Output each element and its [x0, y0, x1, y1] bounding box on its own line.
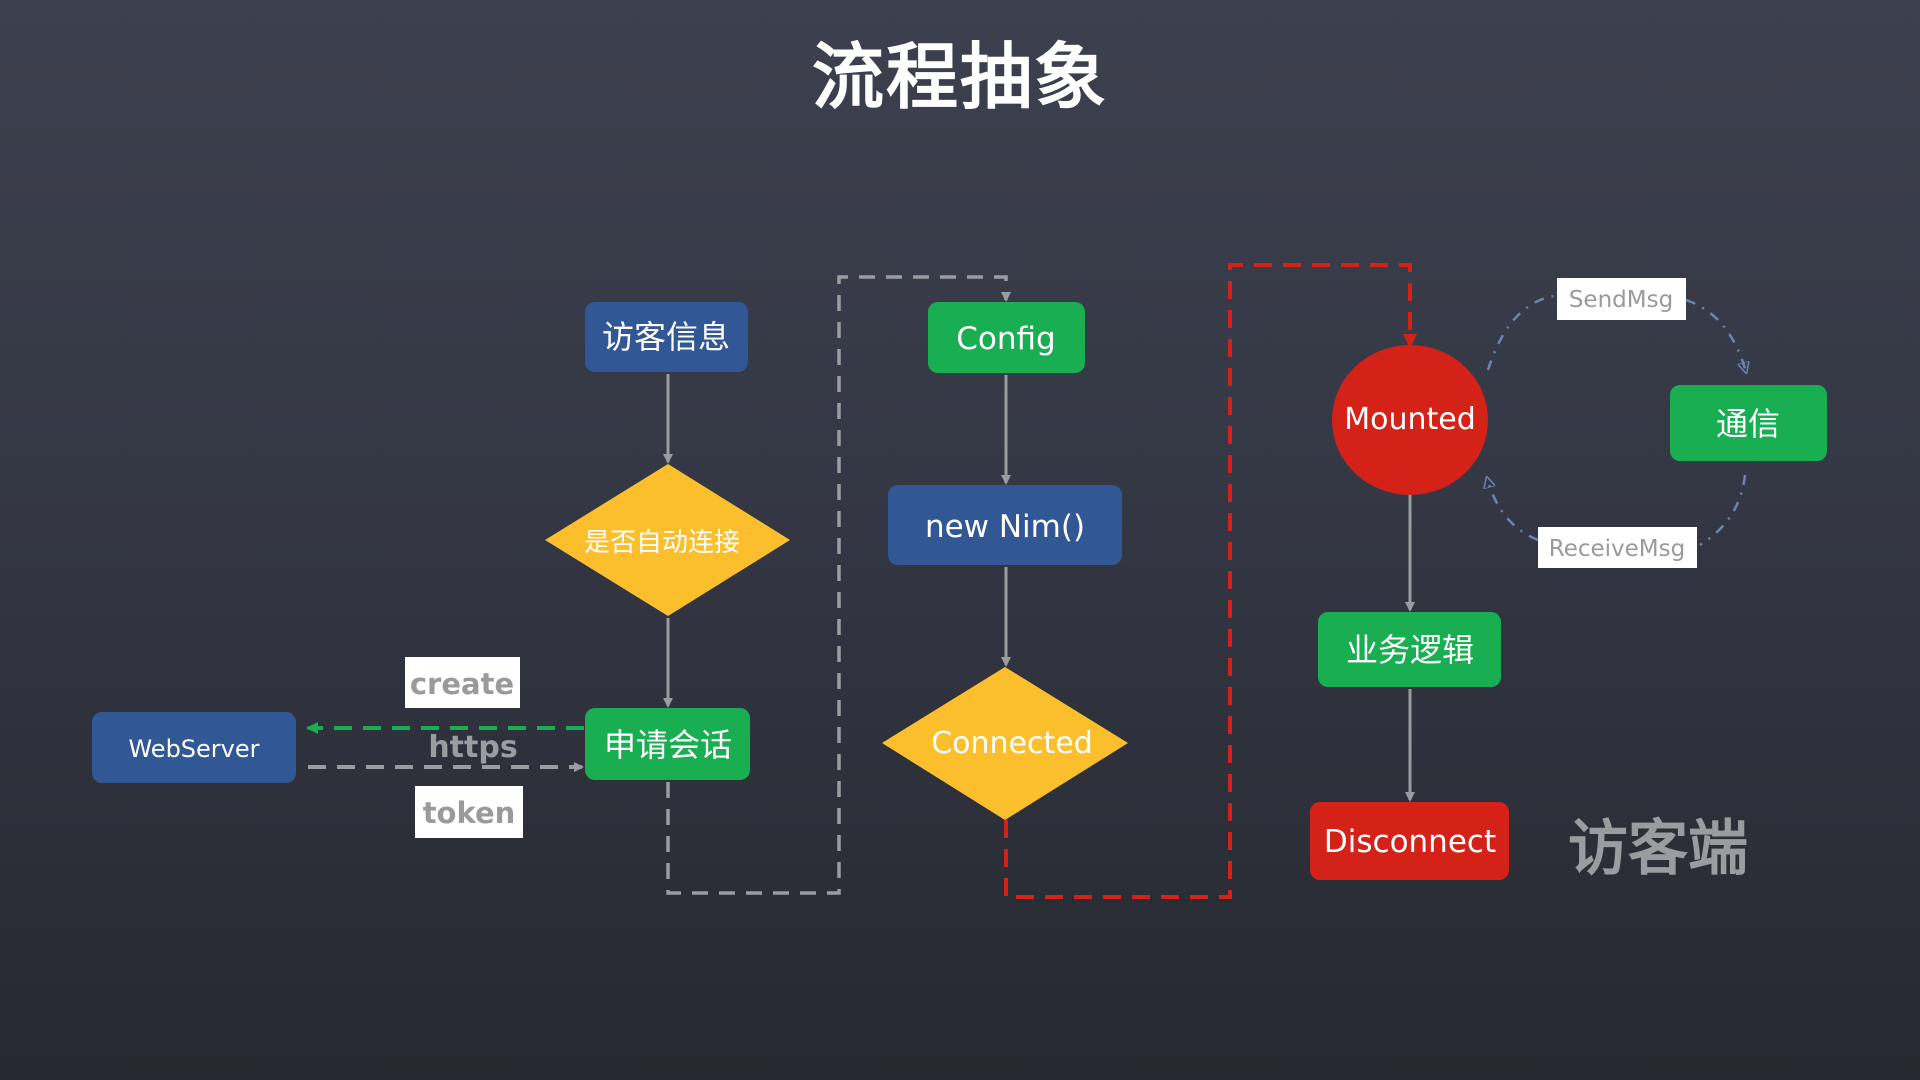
node-config-label: Config	[956, 321, 1055, 357]
edge-label-send-msg: SendMsg	[1557, 278, 1686, 320]
create-label: create	[410, 667, 514, 701]
node-auto-connect-label: 是否自动连接	[584, 528, 740, 558]
node-apply-session[interactable]: 申请会话	[585, 708, 750, 780]
edge-send-msg-loop	[1486, 293, 1746, 372]
node-disconnect[interactable]: Disconnect	[1310, 802, 1509, 880]
node-auto-connect-decision[interactable]: 是否自动连接	[545, 464, 790, 616]
visitor-side-label: 访客端	[1568, 814, 1748, 884]
node-communication[interactable]: 通信	[1670, 385, 1827, 461]
node-disconnect-label: Disconnect	[1324, 824, 1496, 860]
edge-receive-msg-loop	[1487, 475, 1747, 547]
node-visitor-info[interactable]: 访客信息	[585, 302, 748, 372]
node-connected-decision[interactable]: Connected	[882, 667, 1128, 820]
node-connected-label: Connected	[931, 726, 1093, 761]
edge-label-receive-msg: ReceiveMsg	[1538, 527, 1697, 568]
send-msg-label: SendMsg	[1569, 287, 1673, 313]
page-title: 流程抽象	[811, 35, 1108, 119]
node-webserver[interactable]: WebServer	[92, 712, 296, 783]
token-label: token	[423, 796, 516, 830]
node-new-nim[interactable]: new Nim()	[888, 485, 1122, 565]
node-communication-label: 通信	[1716, 405, 1780, 443]
node-new-nim-label: new Nim()	[925, 509, 1085, 545]
node-webserver-label: WebServer	[128, 735, 259, 763]
https-label: https	[428, 730, 517, 765]
receive-msg-label: ReceiveMsg	[1549, 536, 1685, 562]
node-mounted[interactable]: Mounted	[1332, 345, 1488, 495]
edge-apply-to-config-dashed	[666, 275, 1011, 895]
node-mounted-label: Mounted	[1344, 402, 1476, 437]
node-business-logic[interactable]: 业务逻辑	[1318, 612, 1501, 687]
edge-connected-to-mounted-dashed	[1004, 263, 1417, 899]
node-apply-session-label: 申请会话	[604, 726, 732, 764]
node-config[interactable]: Config	[928, 302, 1085, 373]
node-business-logic-label: 业务逻辑	[1346, 631, 1474, 669]
node-visitor-info-label: 访客信息	[602, 318, 730, 356]
edge-label-token: token	[415, 786, 523, 838]
edge-label-create: create	[405, 657, 520, 708]
